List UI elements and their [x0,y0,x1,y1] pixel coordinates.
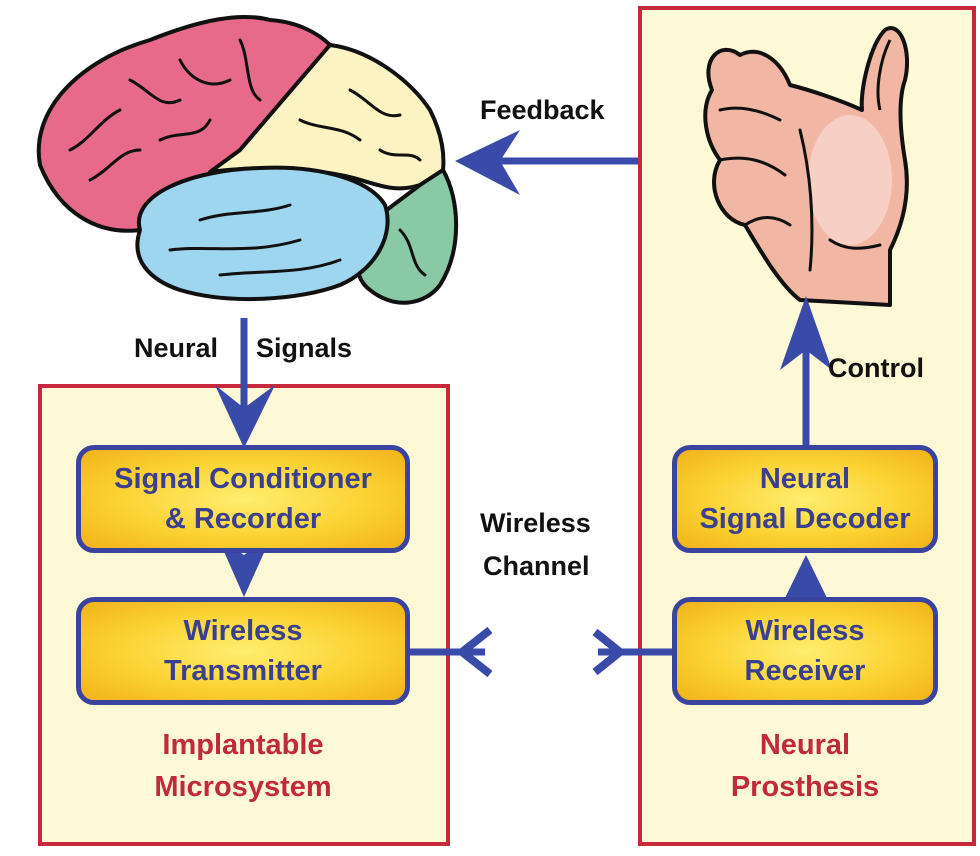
block-text: Receiver [744,655,866,687]
implantable-microsystem-label: Implantable Microsystem [76,724,410,808]
control-arrowhead [780,296,832,370]
wireless-channel-label-line1: Wireless [480,508,591,538]
neural-label: Neural [134,333,219,363]
block-text: Transmitter [164,655,322,687]
block-text: & Recorder [164,503,322,535]
block-text: Signal Conditioner [114,463,372,495]
neural-signals-arrowhead [215,385,275,448]
wireless-receiver-block: Wireless Receiver [672,597,938,705]
receiver-to-decoder-arrowhead [784,555,828,600]
feedback-arrowhead [455,130,520,195]
signal-conditioner-block: Signal Conditioner & Recorder [76,445,410,553]
feedback-label: Feedback [480,95,605,125]
transmitter-fork-icon [459,626,493,678]
signals-label: Signals [256,333,353,363]
block-text: Wireless [745,615,865,647]
wireless-transmitter-block: Wireless Transmitter [76,597,410,705]
label-line: Neural [759,729,851,761]
receiver-fork-icon [592,628,623,676]
wireless-channel-label-line2: Channel [483,551,590,581]
block-text: Wireless [183,615,303,647]
control-label: Control [828,353,924,383]
label-line: Microsystem [154,771,332,803]
block-text: Neural [759,463,851,495]
neural-prosthesis-label: Neural Prosthesis [672,724,938,808]
label-line: Prosthesis [730,771,880,803]
brain-frontal-lobe [36,14,332,233]
label-line: Implantable [162,729,324,761]
block-text: Signal Decoder [699,503,911,535]
neural-signal-decoder-block: Neural Signal Decoder [672,445,938,553]
